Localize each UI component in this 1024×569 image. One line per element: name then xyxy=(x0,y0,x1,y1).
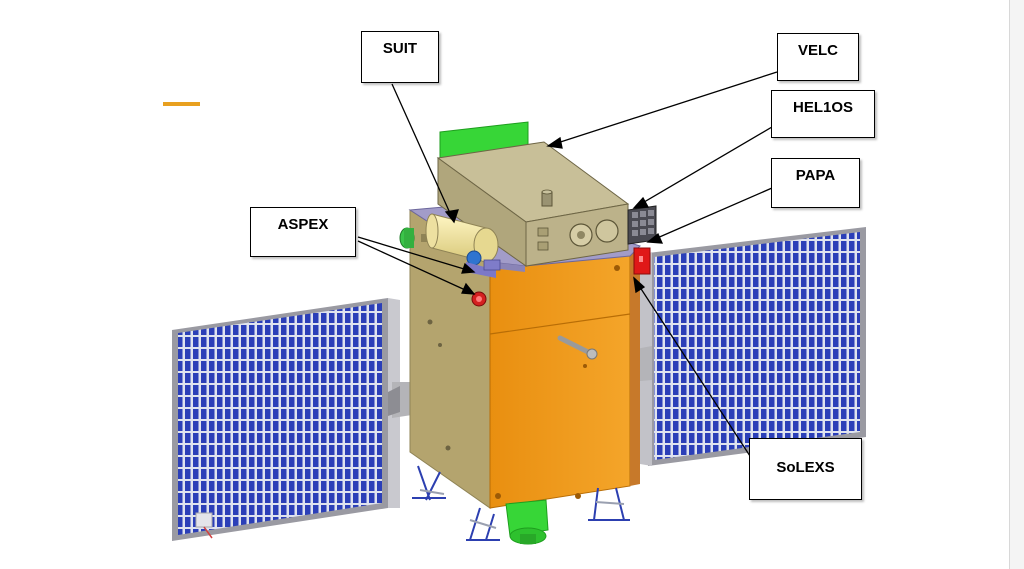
label-aspex: ASPEX xyxy=(277,216,329,233)
label-solexs: SoLEXS xyxy=(776,459,835,476)
label-helios: HEL1OS xyxy=(792,99,853,116)
spacecraft-legs xyxy=(412,465,630,541)
callout-aspex: ASPEX xyxy=(250,207,356,257)
papa-instrument xyxy=(633,247,651,275)
label-suit: SUIT xyxy=(382,40,418,57)
velc-instrument xyxy=(436,141,630,267)
callout-velc: VELC xyxy=(777,33,859,81)
right-solar-panel xyxy=(630,227,866,466)
callout-suit: SUIT xyxy=(361,31,439,83)
suit-instrument xyxy=(425,213,499,278)
accent-bar xyxy=(163,102,200,106)
label-velc: VELC xyxy=(797,42,838,59)
aspex-instrument xyxy=(399,227,501,307)
callout-papa: PAPA xyxy=(771,158,860,208)
left-solar-panel xyxy=(172,298,445,541)
spacecraft-bus xyxy=(409,209,640,509)
green-nozzle xyxy=(505,499,549,545)
callout-leaders xyxy=(357,71,778,457)
label-papa: PAPA xyxy=(795,167,836,184)
callout-solexs: SoLEXS xyxy=(749,438,862,500)
helios-instrument xyxy=(627,205,657,245)
right-edge-strip xyxy=(1009,0,1024,569)
callout-helios: HEL1OS xyxy=(771,90,875,138)
